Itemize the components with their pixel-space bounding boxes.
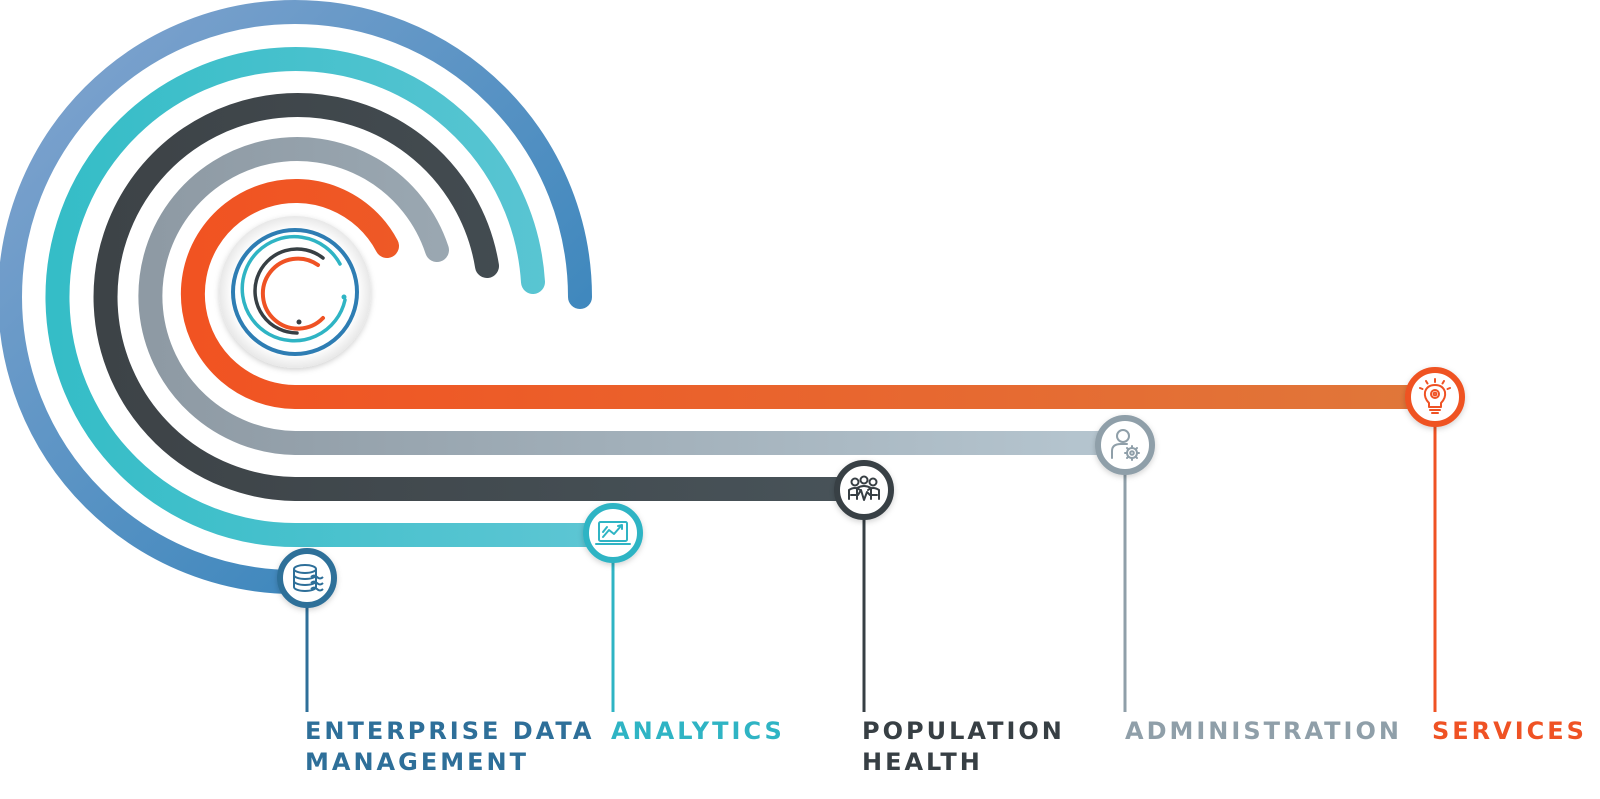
track-analytics xyxy=(45,47,624,547)
label-line: ANALYTICS xyxy=(611,717,785,745)
label-population-health: POPULATION HEALTH xyxy=(862,716,1065,778)
label-line: MANAGEMENT xyxy=(305,748,529,776)
label-line: ADMINISTRATION xyxy=(1125,717,1402,745)
track-services xyxy=(180,179,1446,409)
track-population-health xyxy=(93,93,875,501)
circular-logo-icon xyxy=(219,216,371,368)
user-gear-icon xyxy=(1095,415,1155,475)
label-line: HEALTH xyxy=(862,748,983,776)
label-analytics: ANALYTICS xyxy=(611,716,785,747)
label-enterprise-data-management: ENTERPRISE DATA MANAGEMENT xyxy=(305,716,594,778)
label-services: SERVICES xyxy=(1432,716,1587,747)
database-icon xyxy=(277,548,337,608)
analytics-chart-icon xyxy=(583,503,643,563)
label-line: SERVICES xyxy=(1432,717,1587,745)
people-health-icon xyxy=(834,460,894,520)
track-administration xyxy=(138,137,1136,455)
lightbulb-icon xyxy=(1405,367,1465,427)
label-line: POPULATION xyxy=(862,717,1065,745)
label-administration: ADMINISTRATION xyxy=(1125,716,1402,747)
track-enterprise xyxy=(0,0,592,594)
label-line: ENTERPRISE DATA xyxy=(305,717,595,745)
